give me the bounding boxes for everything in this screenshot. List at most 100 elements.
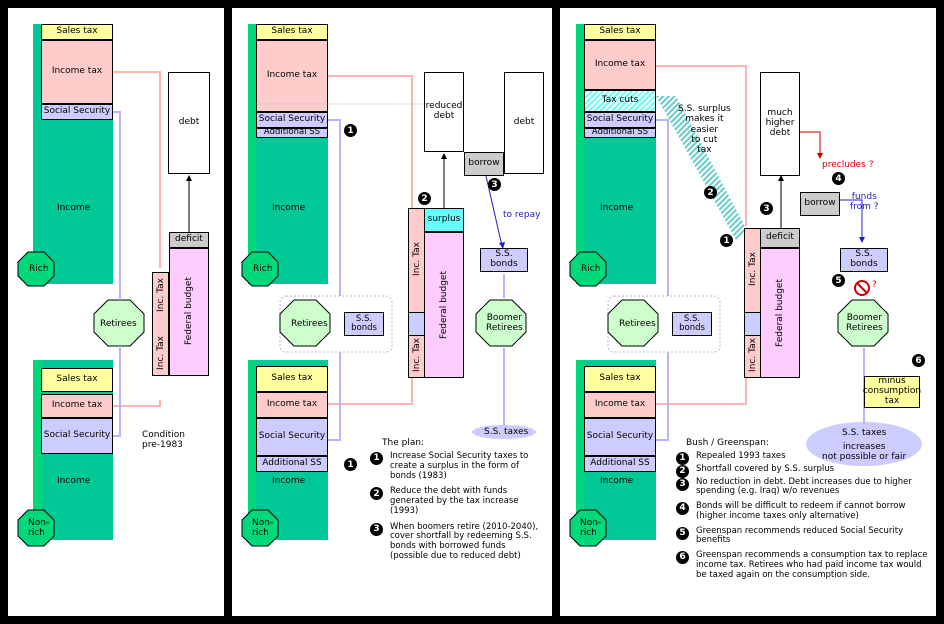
p2-nonrich-income-label: Income [272,476,306,486]
p3-borrow-box: borrow [800,192,840,216]
nonrich-strip [33,360,41,540]
p2-nonrich-income-tax: Income tax [256,392,328,418]
p2-marker-3: 3 [488,178,501,191]
p2-rich-strip [248,24,256,284]
retirees-octagon [93,299,145,347]
p3-marker-4: 4 [832,172,845,185]
precludes-label: precludes ? [822,160,874,170]
p3-nonrich-social-security: Social Security [584,418,656,456]
p3-marker-3: 3 [760,202,773,215]
surplus-box: surplus [424,208,464,232]
rich-social-security: Social Security [41,104,113,120]
inc-tax-bar [152,272,169,376]
condition-label: Condition pre-1983 [142,430,185,451]
p2-boomer-label: Boomer Retirees [486,313,523,334]
p3-nonrich-strip [576,360,584,540]
borrow-box: borrow [464,152,504,176]
p2-marker-2: 2 [418,192,431,205]
funds-from-label: funds from ? [850,192,879,213]
p3-federal-budget-box [760,248,800,378]
p3-rich-sales-tax: Sales tax [584,24,656,40]
p3-retirees-label: Retirees [619,319,656,329]
p2-rich-income-tax: Income tax [256,40,328,112]
p3-inc-tax-label-2: Inc. Tax [748,338,758,372]
p3-marker-1: 1 [720,234,733,247]
nonrich-income-tax: Income tax [41,394,113,418]
rich-label: Rich [29,264,49,274]
ss-surplus-note: S.S. surplus makes it easier to cut tax [678,104,731,156]
p3-marker-6: 6 [912,354,925,367]
p2-retirees-label: Retirees [291,319,328,329]
p3-boomer-label: Boomer Retirees [846,313,883,334]
p3-deficit-box: deficit [760,228,800,248]
p2-nonrich-label: Non- rich [252,518,274,539]
p3-inc-tax-label-1: Inc. Tax [748,252,758,286]
p3-rich-additional-ss: Additional SS [584,127,656,138]
p2-ss-taxes-label: S.S. taxes [484,427,529,437]
p3-marker-2: 2 [704,186,717,199]
p3-ss-bonds-inline: S.S. bonds [672,312,712,336]
nonrich-income-label: Income [57,476,91,486]
rich-income-label: Income [57,203,91,213]
plan-title: The plan: [382,438,425,448]
p3-nonrich-label: Non- rich [580,518,602,539]
p3-rich-strip [576,24,584,284]
p3-nonrich-income-tax: Income tax [584,392,656,418]
nonrich-label: Non- rich [28,518,50,539]
rich-income-tax: Income tax [41,40,113,104]
much-higher-debt-box: much higher debt [760,72,800,176]
bush-title: Bush / Greenspan: [686,438,769,448]
increases-not-possible-label: increases not possible or fair [822,442,907,463]
nonrich-sales-tax: Sales tax [41,368,113,392]
p3-tax-cuts: Tax cuts [584,90,656,112]
p3-nonrich-sales-tax: Sales tax [584,366,656,392]
p3-rich-income-tax: Income tax [584,40,656,90]
federal-budget-box [169,248,209,376]
p2-marker-1a: 1 [344,124,357,137]
question-mark-label: ? [872,280,877,290]
p2-ss-bonds-inline: S.S. bonds [344,312,384,336]
p3-nonrich-income-label: Income [600,476,634,486]
p2-rich-sales-tax: Sales tax [256,24,328,40]
debt-box: debt [168,72,210,174]
p2-rich-label: Rich [253,264,273,274]
rich-sales-tax: Sales tax [41,24,113,40]
p2-nonrich-social-security: Social Security [256,418,328,456]
p3-rich-label: Rich [581,264,601,274]
p2-rich-income-label: Income [272,203,306,213]
reduced-debt-box: reduced debt [424,72,464,152]
p3-rich-social-security: Social Security [584,112,656,128]
p3-ss-bonds-box: S.S. bonds [840,248,888,272]
deficit-box: deficit [169,232,209,248]
p2-debt-box: debt [504,72,544,174]
p3-rich-income-label: Income [600,203,634,213]
p3-ss-taxes-label: S.S. taxes [842,428,887,438]
nonrich-octagon [17,509,55,547]
p2-federal-budget-box [424,232,464,378]
p2-nonrich-sales-tax: Sales tax [256,366,328,392]
p2-rich-social-security: Social Security [256,112,328,128]
p2-rich-additional-ss: Additional SS [256,127,328,138]
p3-federal-budget-label: Federal budget [775,279,785,347]
minus-consumption-tax-box: minus consumption tax [863,376,921,408]
p3-nonrich-additional-ss: Additional SS [584,456,656,472]
p2-nonrich-strip [248,360,256,540]
retirees-label: Retirees [100,319,137,329]
p2-ss-bonds-box: S.S. bonds [480,248,528,272]
rich-octagon [17,251,55,287]
to-repay-label: to repay [503,210,541,220]
p3-marker-5: 5 [832,274,845,287]
